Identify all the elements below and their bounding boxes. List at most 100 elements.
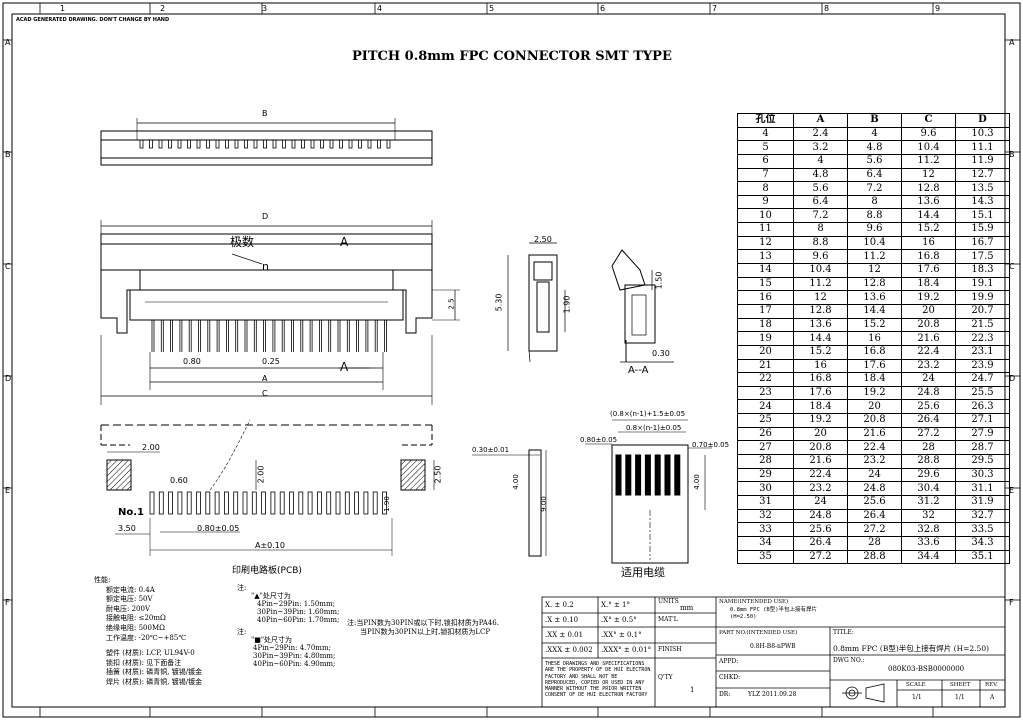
table-cell: 20 [793, 426, 848, 442]
table-cell: 13 [737, 249, 794, 265]
ang-1: X.° ± 1° [601, 601, 630, 609]
note2-label: 注: [237, 628, 247, 636]
pcb-dim-060: 0.60 [170, 476, 188, 485]
sheet-label: SHEET [950, 682, 971, 688]
table-cell: 3.2 [793, 140, 848, 155]
note-square-head: "■"处尺寸为 [251, 636, 293, 644]
dim-d: D [262, 212, 269, 221]
pcb-dim-350: 3.50 [118, 524, 136, 533]
table-cell: 11 [737, 222, 794, 237]
pcb-dim-200-v: 2.00 [256, 465, 266, 484]
pcb-pad [261, 491, 267, 515]
table-cell: 10 [737, 208, 794, 224]
pcb-dim-200: 2.00 [142, 443, 160, 452]
table-cell: 25.6 [847, 494, 902, 510]
section-aa-label: A--A [628, 365, 649, 376]
table-cell: 14.4 [793, 331, 848, 346]
fpc-stripe [654, 454, 661, 496]
units-label: UNITS [658, 598, 679, 605]
material-line: 锁扣 (材质): 见下面备注 [106, 658, 182, 667]
table-cell: 10.4 [901, 140, 956, 155]
table-cell: 28.8 [901, 454, 956, 469]
table-cell: 27.2 [793, 549, 848, 565]
dim-b: B [262, 109, 268, 118]
table-cell: 12.8 [901, 181, 956, 196]
top-tooth [234, 139, 239, 149]
table-cell: 18.3 [955, 263, 1010, 278]
ang-2: .X° ± 0.5° [601, 616, 637, 624]
top-tooth [253, 139, 258, 149]
pcb-dim-190: 1.90 [382, 496, 391, 512]
top-tooth [158, 139, 163, 149]
zone-a: A [5, 38, 11, 47]
name-label: NAME(INTENDED USE) [719, 599, 789, 605]
table-header-cell: C [901, 113, 956, 128]
dim-c: C [262, 389, 268, 398]
finish-label: FINISH [658, 646, 682, 653]
pcb-pad [223, 491, 229, 515]
top-tooth [149, 139, 153, 149]
table-cell: 22.4 [901, 344, 956, 360]
table-cell: 12 [847, 263, 902, 278]
table-cell: 8.8 [847, 208, 902, 224]
fpc-dim-070: 0.70±0.05 [692, 441, 730, 449]
table-cell: 15 [737, 276, 794, 292]
scale-value: 1/1 [912, 694, 922, 701]
table-cell: 16 [901, 235, 956, 251]
note-line: 4Pin~29Pin: 1.50mm; [257, 600, 335, 608]
table-cell: 12 [793, 290, 848, 305]
front-view [100, 220, 460, 405]
disclaimer: THESE DRAWINGS AND SPECIFICATIONS ARE TH… [545, 661, 651, 699]
top-tooth [187, 139, 191, 149]
title-block [541, 596, 1006, 708]
table-cell: 27.1 [955, 413, 1010, 428]
rev-value: A [990, 694, 995, 701]
table-cell: 22 [737, 372, 794, 387]
table-cell: 23.2 [793, 481, 848, 496]
table-cell: 4 [737, 126, 794, 142]
table-cell: 11.2 [793, 276, 848, 292]
table-cell: 5.6 [847, 153, 902, 169]
table-cell: 26.4 [793, 535, 848, 551]
table-cell: 6 [737, 153, 794, 169]
table-cell: 28 [847, 535, 902, 551]
table-cell: 19.2 [901, 290, 956, 305]
table-cell: 17.5 [955, 249, 1010, 265]
top-tooth [310, 139, 315, 149]
scale-label: SCALE [906, 682, 926, 688]
table-cell: 4.8 [793, 167, 848, 183]
pcb-pin1-label: No.1 [118, 507, 144, 518]
table-cell: 15.9 [955, 222, 1010, 237]
table-cell: 11.2 [847, 249, 902, 265]
table-cell: 19.2 [847, 385, 902, 401]
section-aa [611, 249, 674, 363]
top-tooth [177, 139, 182, 149]
zone-b-right: B [1009, 150, 1015, 159]
table-cell: 8 [847, 194, 902, 210]
table-cell: 14.4 [901, 208, 956, 224]
dim-a: A [262, 374, 268, 383]
table-cell: 21.6 [847, 426, 902, 442]
table-cell: 11.2 [901, 153, 956, 169]
pcb-layout [100, 419, 435, 556]
table-cell: 23 [737, 385, 794, 401]
table-cell: 14.3 [955, 194, 1010, 210]
table-cell: 33.5 [955, 522, 1010, 537]
zone-b: B [5, 150, 11, 159]
dr-value: YLZ 2011.09.28 [748, 691, 797, 698]
dwg-value: 080K03-BSB0000000 [888, 665, 965, 673]
zone-f: F [5, 598, 10, 607]
title-label: TITLE: [833, 629, 854, 636]
table-cell: 33.6 [901, 535, 956, 551]
table-cell: 15.1 [955, 208, 1010, 224]
